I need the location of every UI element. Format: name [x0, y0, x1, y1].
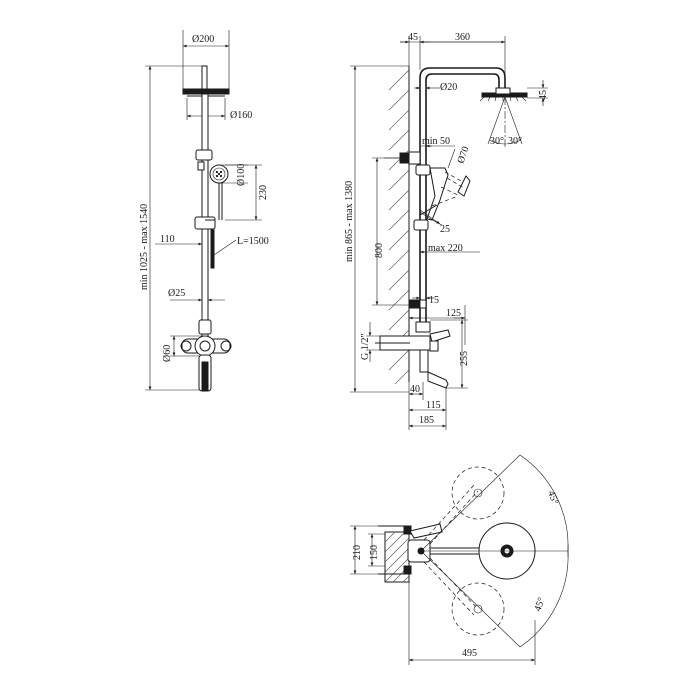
wall-hatching-top: [384, 531, 410, 583]
dim-head-diameter: Ø200: [192, 34, 214, 45]
dim-head-inner: Ø160: [230, 110, 252, 121]
dim-115: 115: [426, 400, 441, 411]
dim-angle-25: 25: [440, 224, 450, 235]
mixer-handle-front: [194, 335, 216, 357]
dim-15: 15: [429, 295, 439, 306]
wall-hatching: [388, 69, 410, 385]
side-view: 45 360 Ø20 45 30° 30°: [344, 32, 549, 430]
dim-125: 125: [446, 308, 461, 319]
shower-head-front: [182, 88, 230, 95]
top-view: 45° 45° 210 150 495: [350, 454, 569, 665]
hand-holder-front: [194, 216, 216, 230]
dim-arm-pipe: Ø20: [440, 82, 457, 93]
dim-total-height-side: min 865 - max 1380: [344, 181, 355, 262]
shower-head-rotated-bottom: [451, 582, 505, 636]
dim-255: 255: [459, 351, 470, 366]
dim-max-220: max 220: [428, 243, 463, 254]
dim-min-50: min 50: [422, 136, 450, 147]
dim-spray-left: 30°: [490, 136, 504, 147]
dim-arm-reach: 360: [455, 32, 470, 43]
dim-total-height-front: min 1025 - max 1540: [139, 204, 150, 290]
dim-angle-top: 45°: [545, 489, 560, 506]
dim-thread: G 1/2": [360, 333, 371, 360]
dim-rail-diameter: Ø25: [168, 288, 185, 299]
dim-wall-offset: 45: [408, 32, 418, 43]
dim-800: 800: [374, 243, 385, 258]
hose-front: [210, 229, 215, 269]
dim-hose-length: L=1500: [237, 236, 269, 247]
dim-hand-shower: Ø100: [236, 164, 247, 186]
dim-angle-bottom: 45°: [532, 596, 547, 613]
dim-150: 150: [369, 545, 380, 560]
dim-hand-diameter: Ø70: [455, 145, 471, 165]
hand-shower-side: [426, 167, 449, 221]
front-view: Ø200 Ø160 Ø100 230: [139, 30, 269, 392]
dim-40: 40: [410, 384, 420, 395]
dim-head-thickness: 45: [538, 90, 549, 100]
dim-210: 210: [352, 545, 363, 560]
dim-hand-height: 230: [258, 185, 269, 200]
dim-holder-offset: 110: [160, 234, 175, 245]
dim-spray-right: 30°: [508, 136, 522, 147]
dim-185: 185: [419, 415, 434, 426]
dim-handle-diameter: Ø60: [162, 345, 173, 362]
spout-side: [427, 371, 449, 389]
dim-495: 495: [462, 648, 477, 659]
shower-head-rotated-top: [451, 466, 505, 520]
shower-arm-side: [419, 67, 506, 330]
